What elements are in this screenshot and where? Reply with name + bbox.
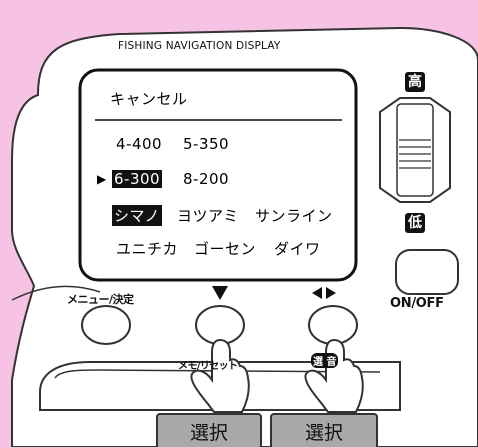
screen-frame (78, 68, 358, 282)
menu-decide-label: メニュー/決定 (67, 293, 134, 306)
brand-unitika[interactable]: ユニチカ (116, 240, 179, 258)
brightness-high-label: 高 (405, 72, 425, 92)
down-arrow-icon (212, 286, 228, 300)
caption-select-1: 選択 (189, 421, 228, 444)
memo-reset-label: メモ/リセット (178, 361, 238, 372)
select-sound-label: 選 音 (311, 353, 339, 368)
option-6-300-selected[interactable]: 6-300 (112, 170, 163, 188)
caption-box-1 (156, 413, 262, 447)
brand-yotsuami[interactable]: ヨツアミ (177, 207, 239, 225)
menu-item-cancel[interactable]: キャンセル (110, 90, 188, 108)
finger-hand-1 (190, 338, 250, 413)
onoff-button[interactable]: ON/OFF (390, 296, 444, 311)
device-title: FISHING NAVIGATION DISPLAY (118, 40, 281, 52)
lcd-screen: キャンセル 4-400 5-350 ▶ 6-300 8-200 シマノ ヨツアミ… (80, 70, 356, 280)
brand-shimano-selected[interactable]: シマノ (112, 205, 163, 226)
brand-sunline[interactable]: サンライン (255, 207, 333, 225)
left-right-button[interactable] (309, 306, 357, 344)
option-4-400[interactable]: 4-400 (116, 135, 163, 153)
option-8-200[interactable]: 8-200 (183, 170, 230, 188)
menu-button[interactable] (82, 306, 130, 344)
left-arrow-icon (312, 287, 322, 299)
brand-gosen[interactable]: ゴーセン (194, 240, 257, 258)
menu-button-shape (81, 305, 131, 345)
finger-hand-2 (304, 338, 364, 413)
caption-select-2: 選択 (304, 421, 343, 444)
device-base (39, 361, 401, 411)
cursor-arrow-icon: ▶ (97, 172, 107, 186)
right-arrow-icon (326, 287, 336, 299)
brand-daiwa[interactable]: ダイワ (274, 240, 321, 258)
down-button[interactable] (196, 306, 244, 344)
option-5-350[interactable]: 5-350 (183, 135, 230, 153)
caption-box-2 (270, 413, 378, 447)
onoff-button-shape (395, 249, 459, 295)
brightness-low-label: 低 (405, 213, 425, 233)
